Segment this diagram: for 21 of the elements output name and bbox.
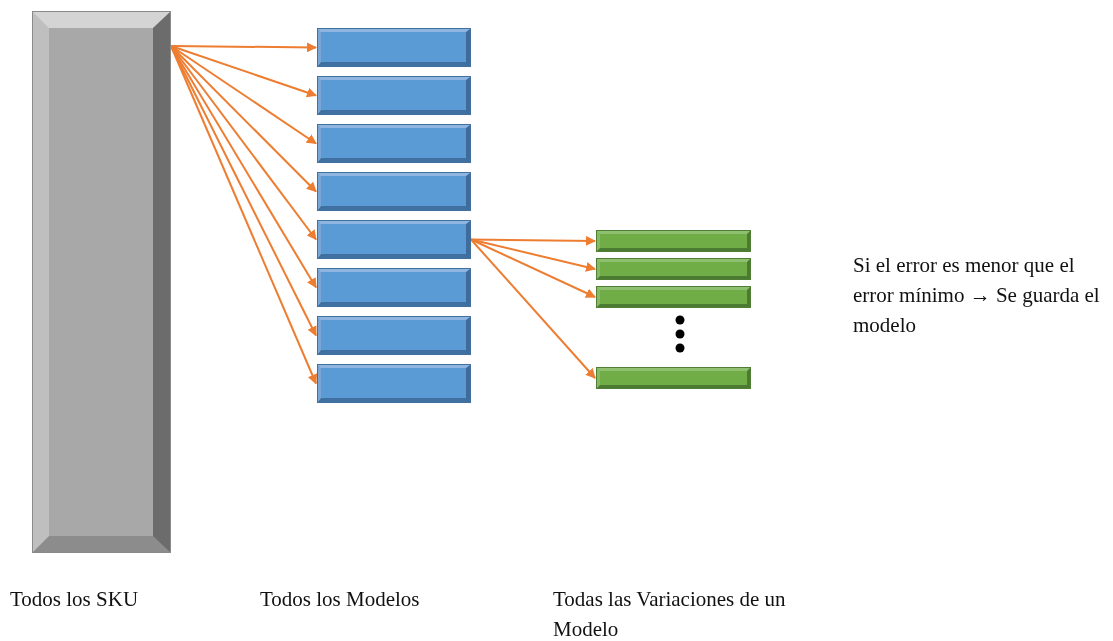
arrow bbox=[470, 238, 596, 272]
column-caption: Todos los SKU bbox=[10, 586, 140, 613]
bevel-box bbox=[318, 29, 470, 66]
bevel-box bbox=[318, 269, 470, 306]
bevel-box bbox=[597, 368, 750, 388]
bevel-box bbox=[318, 221, 470, 258]
arrow bbox=[470, 238, 596, 298]
arrow bbox=[170, 42, 317, 53]
bevel-box bbox=[318, 365, 470, 402]
note-text: Si el error es menor que el error mínimo → Se guarda el modelo bbox=[853, 252, 1101, 339]
bevel-box bbox=[318, 317, 470, 354]
column-caption: Todas las Variaciones de un Modelo bbox=[553, 586, 787, 641]
bevel-box bbox=[597, 287, 750, 307]
bevel-box bbox=[318, 125, 470, 162]
column-caption: Todos los Modelos bbox=[260, 586, 421, 613]
bevel-box bbox=[318, 77, 470, 114]
arrow bbox=[470, 238, 596, 379]
bevel-box bbox=[597, 259, 750, 279]
bevel-box bbox=[597, 231, 750, 251]
bevel-box bbox=[318, 173, 470, 210]
bevel-bar bbox=[33, 12, 170, 552]
